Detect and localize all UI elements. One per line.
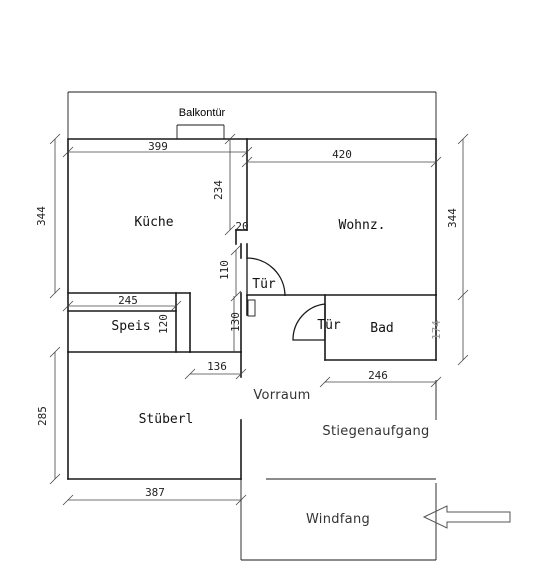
dim-left-upper: 344: [35, 206, 48, 226]
dim-door-110: 110: [218, 260, 231, 280]
dim-top-right: 420: [332, 148, 352, 161]
bath-label: Bad: [370, 321, 393, 336]
dim-top-left: 399: [148, 140, 168, 153]
dim-bath-width: 246: [368, 369, 388, 382]
dim-pantry-depth: 120: [157, 314, 170, 334]
dim-left-lower: 285: [36, 406, 49, 426]
interior-walls: [67, 138, 437, 561]
dim-bottom-left: 387: [145, 486, 165, 499]
kitchen-label: Küche: [134, 215, 173, 230]
dim-bath-depth: 174: [430, 320, 443, 340]
door-swing-1: [246, 257, 286, 297]
dimension-lines: [49, 133, 469, 506]
balcony-door: [176, 124, 225, 139]
dim-hall-130: 130: [229, 312, 242, 332]
staircase-label: Stiegenaufgang: [322, 424, 429, 439]
exterior-walls: [67, 138, 437, 480]
balcony: [67, 91, 437, 138]
dim-kitchen-wall: 234: [212, 180, 225, 200]
entrance-arrow-icon: [422, 505, 511, 529]
balcony-door-label: Balkontür: [179, 107, 226, 119]
living-room-label: Wohnz.: [339, 218, 386, 233]
pantry-label: Speis: [111, 319, 150, 334]
dim-pantry-width: 245: [118, 294, 138, 307]
parlor-label: Stüberl: [139, 412, 194, 427]
dim-wall-20: 20: [235, 220, 248, 233]
dim-hall-136: 136: [207, 360, 227, 373]
hall-label: Vorraum: [253, 388, 310, 403]
dim-right-upper: 344: [446, 208, 459, 228]
door-label-2: Tür: [317, 318, 341, 333]
door-label-1: Tür: [252, 277, 276, 292]
windbreak-label: Windfang: [306, 512, 370, 527]
door-swing-2: [292, 303, 326, 341]
